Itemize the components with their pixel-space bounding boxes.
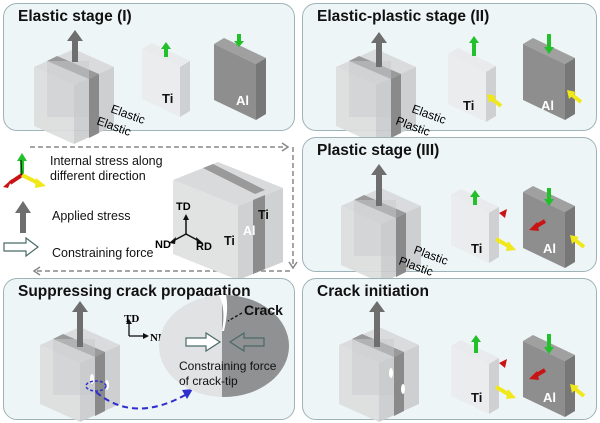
green-arrow-down-icon	[544, 334, 554, 354]
legend-internal-stress: Internal stress along different directio…	[50, 154, 163, 183]
flow-arrow-right-down	[288, 147, 298, 270]
green-arrow-up-icon	[470, 190, 480, 205]
td-nd-axes	[126, 319, 149, 339]
ti-label: Ti	[162, 91, 173, 106]
green-arrow-down-icon	[544, 188, 554, 206]
specimen-al-label: Al	[243, 224, 256, 238]
crack-region-marker	[85, 380, 107, 392]
panel-plastic-stage: Plastic stage (III) Plastic Plastic Ti	[302, 137, 597, 283]
al-label: Al	[543, 390, 556, 405]
red-arrow-icon	[529, 368, 547, 380]
legend-area: TD ND RD Ti Al Ti Internal stress along …	[0, 135, 300, 280]
crack-initiation-illustration: Ti Al	[339, 301, 586, 422]
yellow-arrow-icon	[495, 385, 516, 399]
yellow-arrow-icon	[487, 94, 503, 108]
ti-label: Ti	[471, 241, 482, 256]
red-arrow-icon	[529, 219, 547, 231]
axis-nd-label: ND	[155, 239, 171, 251]
crack-mark	[389, 368, 405, 394]
ti-label: Ti	[463, 98, 474, 113]
constraining-force-right-icon	[228, 331, 265, 353]
yellow-arrow-icon	[495, 237, 516, 251]
zoom-connector-arrow	[95, 391, 188, 410]
applied-stress-arrow	[371, 164, 387, 206]
ti-layer-block	[451, 340, 499, 414]
green-arrow-down-icon	[544, 34, 554, 54]
legend-icons: TD ND RD Ti Al Ti	[3, 142, 298, 280]
flow-arrow-top	[30, 142, 290, 152]
al-layer-block	[214, 38, 266, 120]
ti-label: Ti	[471, 390, 482, 405]
ti-layer-block	[448, 48, 496, 122]
composite-block	[336, 49, 416, 144]
panel-title: Elastic-plastic stage (II)	[317, 8, 490, 25]
crack-tip-magnified-view	[159, 295, 289, 397]
panel-crack-initiation: Crack initiation Ti	[302, 278, 597, 422]
elastic-stage-illustration: Elastic Elastic Ti Al	[34, 30, 266, 144]
zoom-connector-arrowhead	[182, 389, 193, 399]
suppressing-illustration: TD ND Crack Constraining force of crack-…	[40, 295, 289, 422]
panel-title: Crack initiation	[317, 283, 429, 300]
al-layer-block	[523, 38, 575, 120]
panel-title: Elastic stage (I)	[18, 8, 132, 25]
constraining-force-left-icon	[185, 331, 222, 353]
yellow-arrow-icon	[570, 235, 586, 249]
crack-pointer	[227, 312, 243, 322]
applied-stress-arrow	[371, 32, 387, 67]
legend-constraining-force: Constraining force	[52, 246, 154, 260]
yellow-arrow-icon	[567, 90, 583, 104]
specimen-ti-left-label: Ti	[224, 234, 235, 248]
applied-stress-arrow	[67, 30, 83, 62]
green-arrow-up-icon	[161, 42, 171, 57]
composite-block	[40, 327, 120, 422]
panel-title: Suppressing crack propagation	[18, 283, 251, 300]
red-arrow-icon	[499, 209, 507, 218]
caption-line2: of crack-tip	[179, 374, 238, 388]
applied-stress-icon	[15, 201, 31, 233]
al-label: Al	[543, 241, 556, 256]
specimen-ti-right-label: Ti	[258, 208, 269, 222]
legend-applied-stress: Applied stress	[52, 209, 131, 223]
al-label: Al	[541, 98, 554, 113]
axis-td-label: TD	[176, 201, 191, 213]
red-arrow-icon	[499, 359, 507, 368]
panel-elastic-stage: Elastic stage (I) Elastic Elastic Ti	[3, 3, 295, 144]
elastic-plastic-illustration: Elastic Plastic Ti Al	[336, 32, 583, 144]
specimen-axes	[169, 214, 203, 244]
green-arrow-down-icon	[234, 34, 244, 47]
specimen-block	[173, 162, 283, 280]
panel-elastic-plastic-stage: Elastic-plastic stage (II) Elastic Plast…	[302, 3, 597, 144]
applied-stress-arrow	[72, 301, 88, 347]
composite-block	[341, 188, 421, 283]
panel-suppressing-crack-propagation: Suppressing crack propagation TD ND	[3, 278, 295, 422]
yellow-arrow-icon	[570, 384, 586, 398]
internal-stress-icon	[3, 153, 46, 188]
axis-rd-label: RD	[196, 241, 212, 253]
composite-block	[339, 327, 419, 422]
constraining-force-icon	[3, 236, 39, 258]
green-arrow-up-icon	[469, 36, 479, 56]
applied-stress-arrow	[369, 301, 385, 347]
al-label: Al	[236, 93, 249, 108]
composite-block	[34, 49, 114, 144]
panel-title: Plastic stage (III)	[317, 142, 440, 159]
crack-label: Crack	[244, 302, 283, 318]
axis-td-label: TD	[124, 313, 139, 325]
plastic-stage-illustration: Plastic Plastic Ti Al	[341, 164, 586, 283]
caption-line1: Constraining force	[179, 359, 277, 373]
green-arrow-up-icon	[471, 335, 481, 353]
